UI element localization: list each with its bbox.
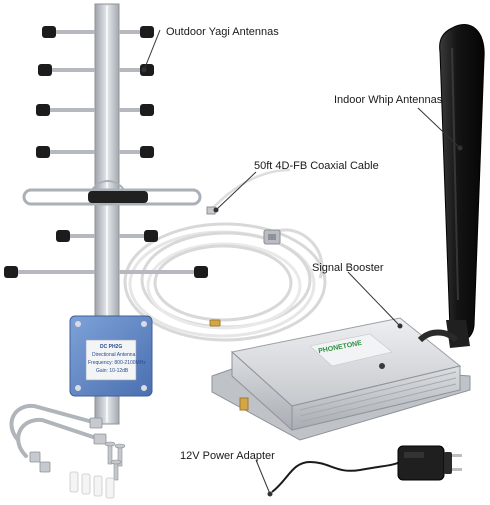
label-indoor-whip-antennas: Indoor Whip Antennas	[334, 94, 443, 106]
cable-connector-n	[263, 229, 281, 245]
yagi-element-caps	[4, 26, 208, 278]
u-bolt-nuts	[29, 417, 107, 473]
coaxial-cable	[123, 168, 327, 342]
power-adapter	[271, 445, 462, 493]
label-signal-booster: Signal Booster	[312, 262, 384, 274]
yagi-antenna	[4, 3, 208, 425]
u-bolts	[9, 403, 104, 458]
whip-antenna	[417, 24, 485, 348]
label-outdoor-yagi-antennas: Outdoor Yagi Antennas	[166, 26, 279, 38]
plate-text-line4: Gain: 10-12dB	[96, 368, 129, 374]
cable-connector-sma	[209, 319, 221, 327]
plate-text-line3: Frequency: 800-2100MHz	[88, 360, 146, 366]
screws	[104, 441, 126, 481]
yagi-driven-element	[22, 180, 202, 206]
plate-text-line1: DC PH2G	[100, 344, 123, 350]
label-coaxial-cable: 50ft 4D-FB Coaxial Cable	[254, 160, 379, 172]
plate-text-line2: Directional Antenna	[92, 352, 136, 358]
label-power-adapter: 12V Power Adapter	[180, 450, 275, 462]
callout-lines	[141, 29, 463, 497]
mounting-plate	[69, 315, 153, 397]
signal-booster	[211, 317, 471, 441]
wall-anchors	[69, 471, 115, 499]
